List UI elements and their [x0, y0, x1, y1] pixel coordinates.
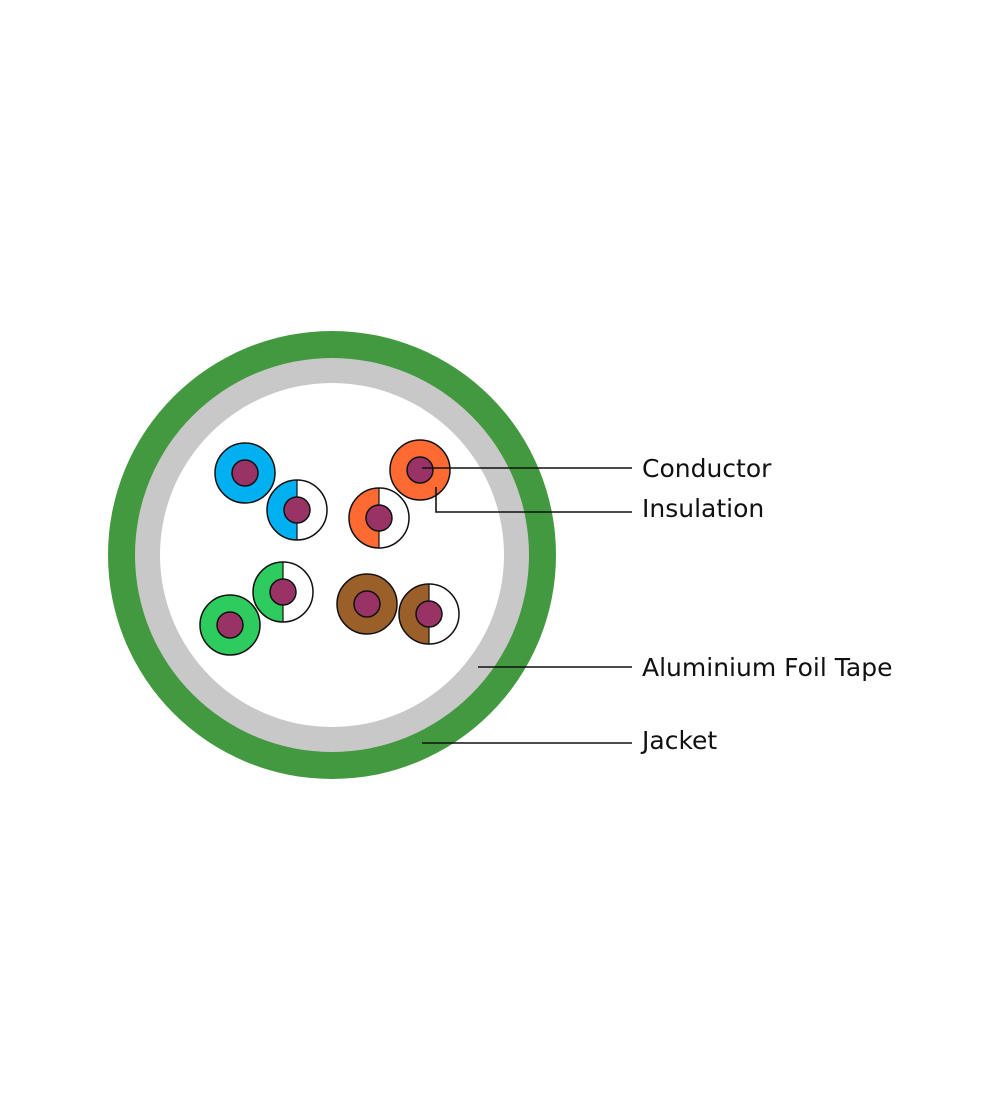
label-insulation: Insulation [642, 494, 764, 523]
wire-blue-white-stripe [266, 479, 328, 541]
insulation-colored-half [267, 480, 297, 540]
conductor [216, 611, 244, 639]
insulation-outline [398, 583, 460, 645]
wire-brown-solid [336, 573, 398, 635]
wire-green-solid [199, 594, 261, 656]
insulation-outline [266, 479, 328, 541]
insulation-colored-half [399, 584, 429, 644]
conductor [365, 504, 393, 532]
wire-brown-white-stripe [398, 583, 460, 645]
conductor [231, 459, 259, 487]
label-conductor: Conductor [642, 454, 772, 483]
wire-blue-solid [214, 442, 276, 504]
wire-orange-white-stripe [348, 487, 410, 549]
conductor [269, 578, 297, 606]
wire-orange-solid [389, 439, 451, 501]
wire-pairs [199, 439, 460, 656]
conductor [406, 456, 434, 484]
insulation-outline [348, 487, 410, 549]
conductor [415, 600, 443, 628]
conductor [353, 590, 381, 618]
leader-lines [422, 467, 632, 744]
conductor [283, 496, 311, 524]
label-jacket: Jacket [640, 726, 717, 755]
insulation-colored-half [349, 488, 379, 548]
insulation-leader [435, 487, 632, 513]
label-foil: Aluminium Foil Tape [642, 653, 892, 682]
cable-core [160, 383, 504, 727]
wire-green-white-stripe [252, 561, 314, 623]
insulation-outline [252, 561, 314, 623]
insulation-colored-half [253, 562, 283, 622]
